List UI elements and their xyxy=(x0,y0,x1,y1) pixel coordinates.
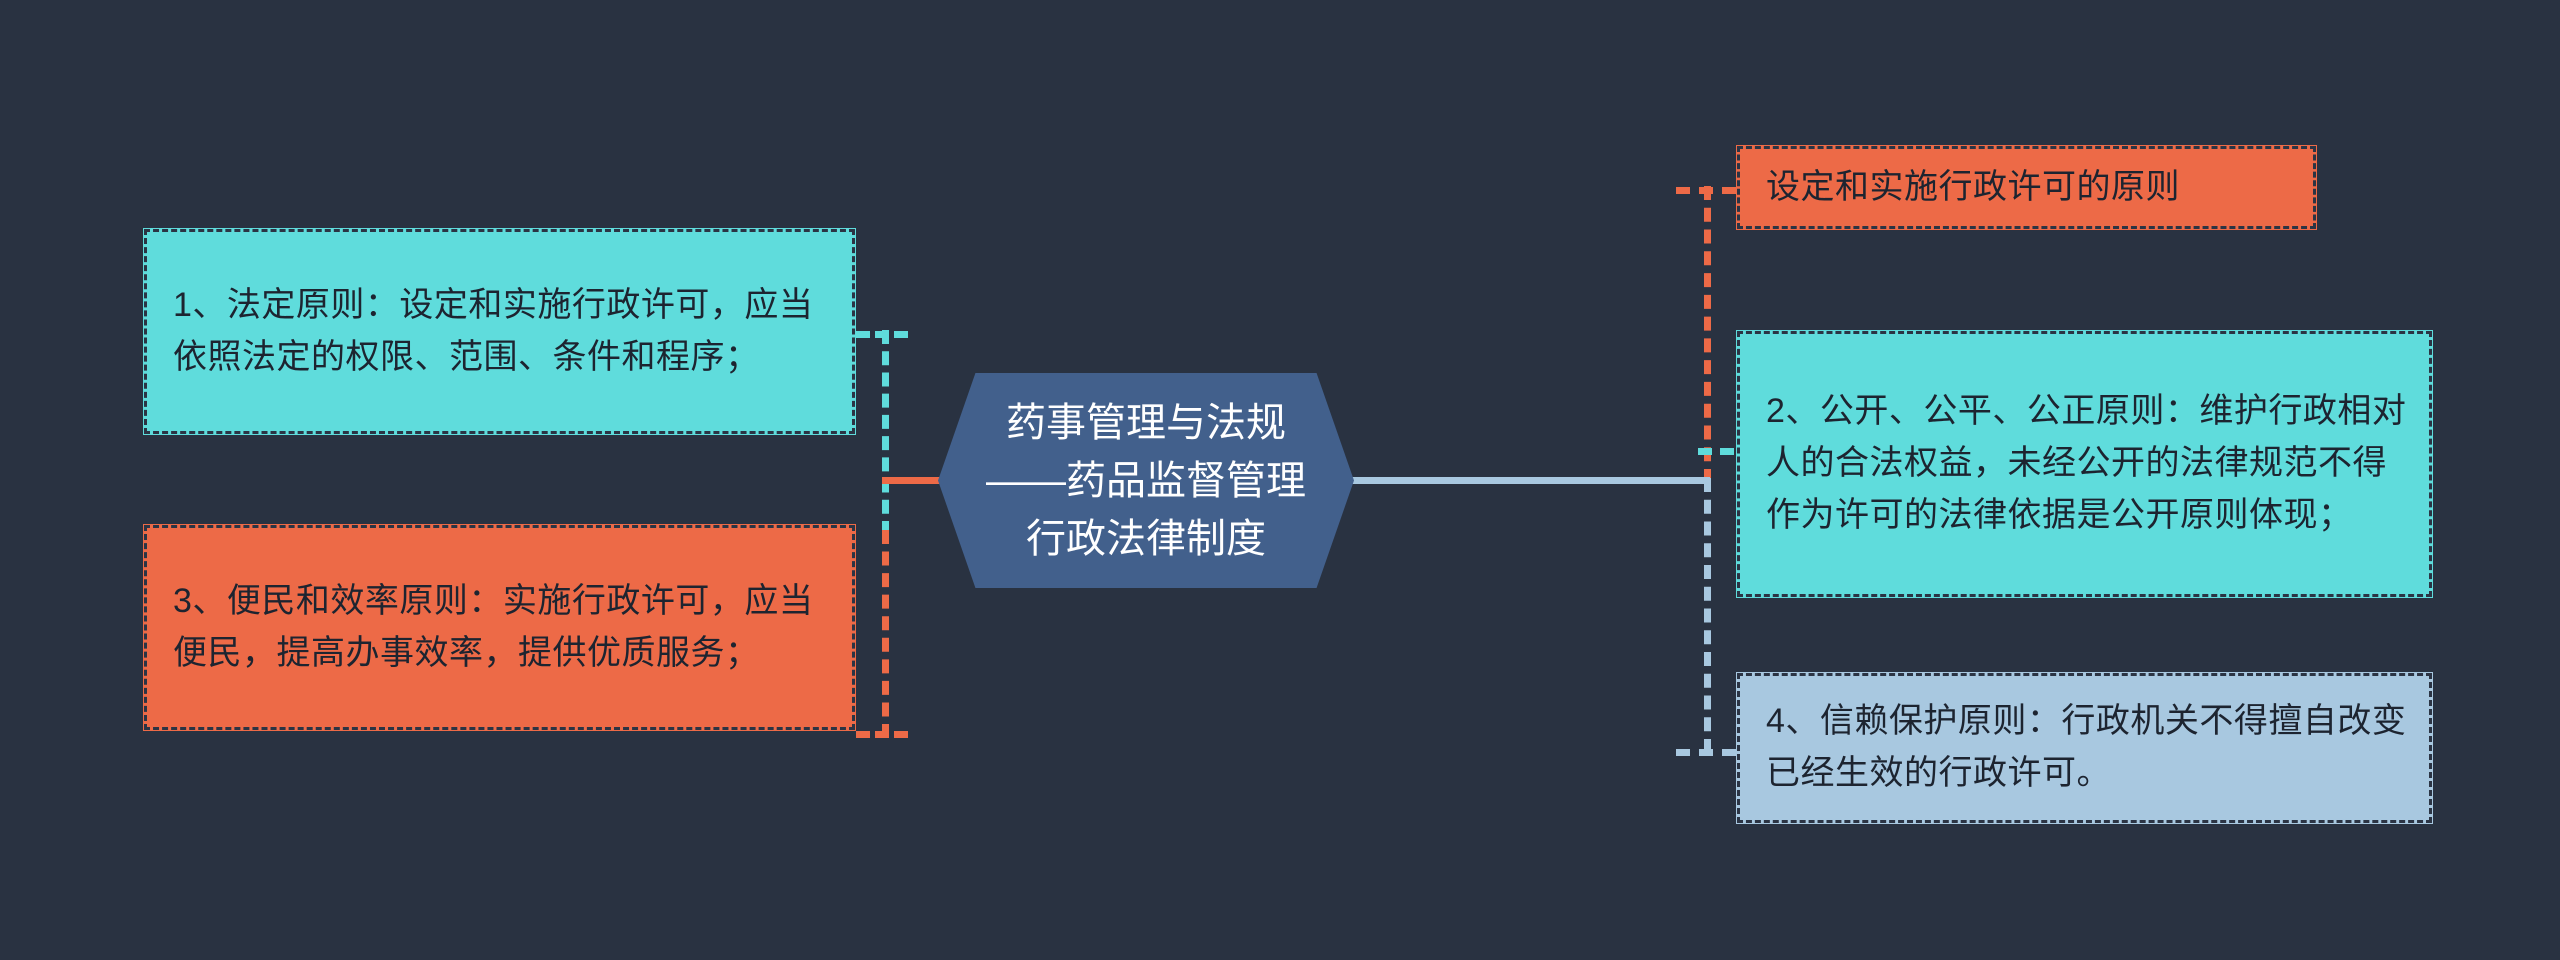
connector-right-trunk xyxy=(1344,477,1710,484)
node-branch-right-4-label: 4、信赖保护原则：行政机关不得擅自改变已经生效的行政许可。 xyxy=(1766,702,2407,792)
node-branch-right-2[interactable]: 2、公开、公平、公正原则：维护行政相对人的合法权益，未经公开的法律规范不得作为许… xyxy=(1736,330,2433,598)
node-branch-right-4[interactable]: 4、信赖保护原则：行政机关不得擅自改变已经生效的行政许可。 xyxy=(1736,672,2433,824)
connector-right-title-stub xyxy=(1676,187,1736,194)
node-center-topic[interactable]: 药事管理与法规——药品监督管理行政法律制度 xyxy=(938,373,1354,588)
node-branch-right-title-label: 设定和实施行政许可的原则 xyxy=(1766,167,2180,206)
connector-left-branch3-stub xyxy=(856,731,908,738)
connector-left-branch1-vertical xyxy=(882,330,889,535)
node-branch-right-title[interactable]: 设定和实施行政许可的原则 xyxy=(1736,145,2317,230)
node-branch-left-3-label: 3、便民和效率原则：实施行政许可，应当便民，提高办事效率，提供优质服务； xyxy=(173,581,814,672)
connector-left-branch1-stub xyxy=(856,331,908,338)
connector-right-branch4-vertical xyxy=(1704,478,1711,753)
connector-left-branch3-vertical xyxy=(882,530,889,738)
connector-right-title-vertical xyxy=(1704,186,1711,483)
connector-left-trunk xyxy=(882,477,948,484)
node-center-topic-label: 药事管理与法规——药品监督管理行政法律制度 xyxy=(986,400,1306,561)
node-branch-right-2-label: 2、公开、公平、公正原则：维护行政相对人的合法权益，未经公开的法律规范不得作为许… xyxy=(1766,392,2407,534)
node-branch-left-3[interactable]: 3、便民和效率原则：实施行政许可，应当便民，提高办事效率，提供优质服务； xyxy=(143,524,856,731)
node-branch-left-1-label: 1、法定原则：设定和实施行政许可，应当依照法定的权限、范围、条件和程序； xyxy=(173,285,814,376)
node-branch-left-1[interactable]: 1、法定原则：设定和实施行政许可，应当依照法定的权限、范围、条件和程序； xyxy=(143,228,856,435)
connector-right-branch2-stub xyxy=(1698,448,1756,455)
connector-right-branch4-stub xyxy=(1676,749,1736,756)
